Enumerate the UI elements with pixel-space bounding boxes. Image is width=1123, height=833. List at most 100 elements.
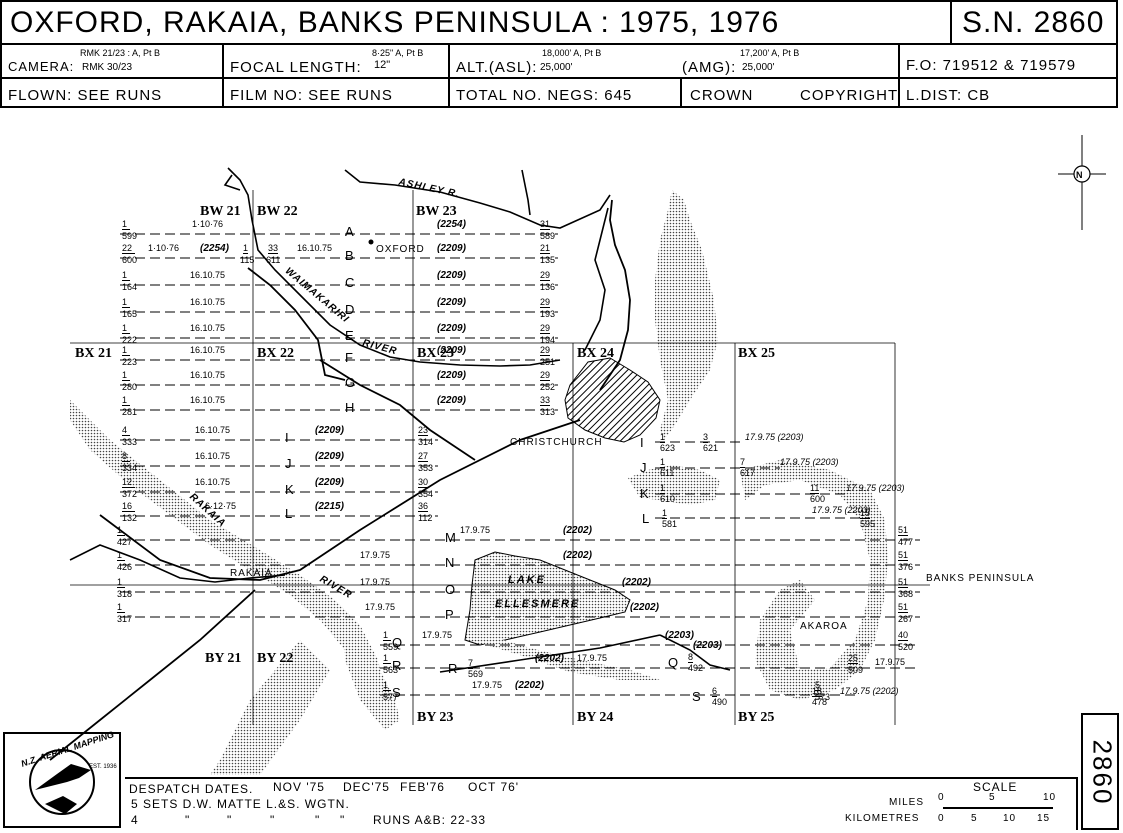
sets-line: 5 SETS D.W. MATTE L.&S. WGTN. [131,797,350,811]
sheet-by23: BY 23 [417,710,454,725]
run-end-top-E: 29 [540,323,551,334]
sheet-bx25: BX 25 [738,346,775,361]
run-film-G: (2209) [437,370,466,381]
run-letter-K: K [285,482,294,497]
run-end-bot-M: 477 [898,537,914,547]
run-film-K: (2209) [315,477,344,488]
map-title: OXFORD, RAKAIA, BANKS PENINSULA : 1975, … [10,6,780,39]
title-cell: OXFORD, RAKAIA, BANKS PENINSULA : 1975, … [2,2,952,45]
east-run-top2-J1: 7 [740,457,746,468]
banks-peninsula-coast [740,460,888,700]
fo-cell: F.O: 719512 & 719579 [900,45,1116,79]
run-end-bot-O: 368 [898,589,914,599]
run-date-Q: 17.9.75 [422,630,453,640]
km-tick-10: 10 [1003,813,1017,824]
east-run-bot2-K2: 600 [810,494,826,504]
run-end-top-P: 51 [898,602,909,613]
run-film-N: (2202) [563,550,592,561]
run-b-mid2-bot: 611 [266,255,281,265]
compass-north: N [1076,170,1083,180]
fo-numbers: F.O: 719512 & 719579 [906,57,1077,74]
sheet-bw22: BW 22 [257,204,298,219]
negs-text: TOTAL NO. NEGS: 645 [456,87,633,104]
run-start-top-E: 1 [122,323,131,334]
place-christchurch: CHRISTCHURCH [510,437,603,448]
east-run-bot-R5: 569 [468,669,484,679]
camera-value: RMK 30/23 [82,62,133,73]
east-run-date-K2: 17.9.75 (2203) [846,483,905,493]
run-end-bot-P: 267 [898,614,914,624]
run-start-top-P: 1 [117,602,126,613]
east-run-date-L3: 17.9.75 (2203) [812,505,871,515]
run-start-top-C: 1 [122,270,131,281]
run-end-top-S: 5 [815,680,821,691]
run-end-bot-G: 252 [540,382,556,392]
run-start-bot-S: 577 [383,692,399,702]
east-run-bot-K2: 610 [660,494,676,504]
run-end-bot-I: 314 [418,437,434,447]
run-letter-B: B [345,248,354,263]
alt-value: 25,000' [540,62,573,73]
run-date-I: 16.10.75 [195,425,231,435]
run-start-bot-A: 599 [122,231,138,241]
run-end-bot-Q: 520 [898,642,914,652]
run-start-bot-H: 281 [122,407,138,417]
run-film-H: (2209) [437,395,466,406]
run-end-bot-C: 136 [540,282,556,292]
run-date-K: 16.10.75 [195,477,231,487]
east-run-top-K2: 1 [660,483,666,494]
sheet-bx23: BX 23 [417,346,454,361]
run-start-bot-R: 563 [383,665,399,675]
coastal-dunes [655,190,718,440]
run-start-top-I: 4 [122,425,131,436]
sn-vertical: 2860 [1087,739,1118,806]
sn-vertical-box: 2860 [1081,713,1119,830]
selwyn-spit [210,640,330,775]
run-start-top-B: 22 [122,243,136,254]
run-film-A: (2254) [437,219,466,230]
flight-run-lines [120,233,920,696]
run-start-bot-M: 427 [117,537,133,547]
run-letter-E: E [345,328,354,343]
lyttelton-harbour [628,465,720,505]
run-date-E: 16.10.75 [190,323,226,333]
east-run-bot-J1: 611 [660,468,675,478]
negs-cell: TOTAL NO. NEGS: 645 CROWN COPYRIGHT [450,79,900,108]
place-rakaia: RAKAIA [230,568,273,579]
sets-line-2: 4 [131,813,139,827]
run-film-P: (2202) [630,602,659,613]
run-film-L: (2215) [315,501,344,512]
despatch-date-3: FEB'76 [400,780,445,794]
logo-emblem [29,749,95,815]
east-run-film-Q4: (2203) [693,640,722,651]
east-run-letter-S6: S [692,689,701,704]
lake-label-1: LAKE [508,574,546,586]
mi-tick-5: 5 [989,792,996,803]
run-start-bot-L: 132 [122,513,138,523]
ditto-3: " [270,813,276,827]
run-end-top-N: 51 [898,550,909,561]
run-letter-C: C [345,275,355,290]
sheet-by22: BY 22 [257,651,294,666]
run-b-mid-top: 1 [243,243,249,254]
east-run-top-R5: 7 [468,658,474,669]
east-run-top-Q4: 8 [688,652,694,663]
run-film-M: (2202) [563,525,592,536]
run-date-O: 17.9.75 [360,577,391,587]
nz-aerial-mapping-logo: N.Z. AERIAL MAPPING EST. 1936 [3,729,121,828]
run-end-bot-R: 509 [848,665,864,675]
run-start-top-L: 16 [122,501,136,512]
run-date-P: 17.9.75 [365,602,396,612]
run-letter-O: O [445,582,456,597]
crown-text: CROWN [690,87,754,104]
ditto-5: " [340,813,346,827]
run-end-bot-S: 573 [815,692,831,702]
run-start-bot-P: 317 [117,614,133,624]
run-film-C: (2209) [437,270,466,281]
run-start-bot-O: 318 [117,589,133,599]
east-run-bot2-J1: 617 [740,468,756,478]
camera-part-b: RMK 21/23 : A, Pt B [80,48,161,58]
run-start-bot-I: 333 [122,437,138,447]
run-end-top-H: 33 [540,395,551,406]
